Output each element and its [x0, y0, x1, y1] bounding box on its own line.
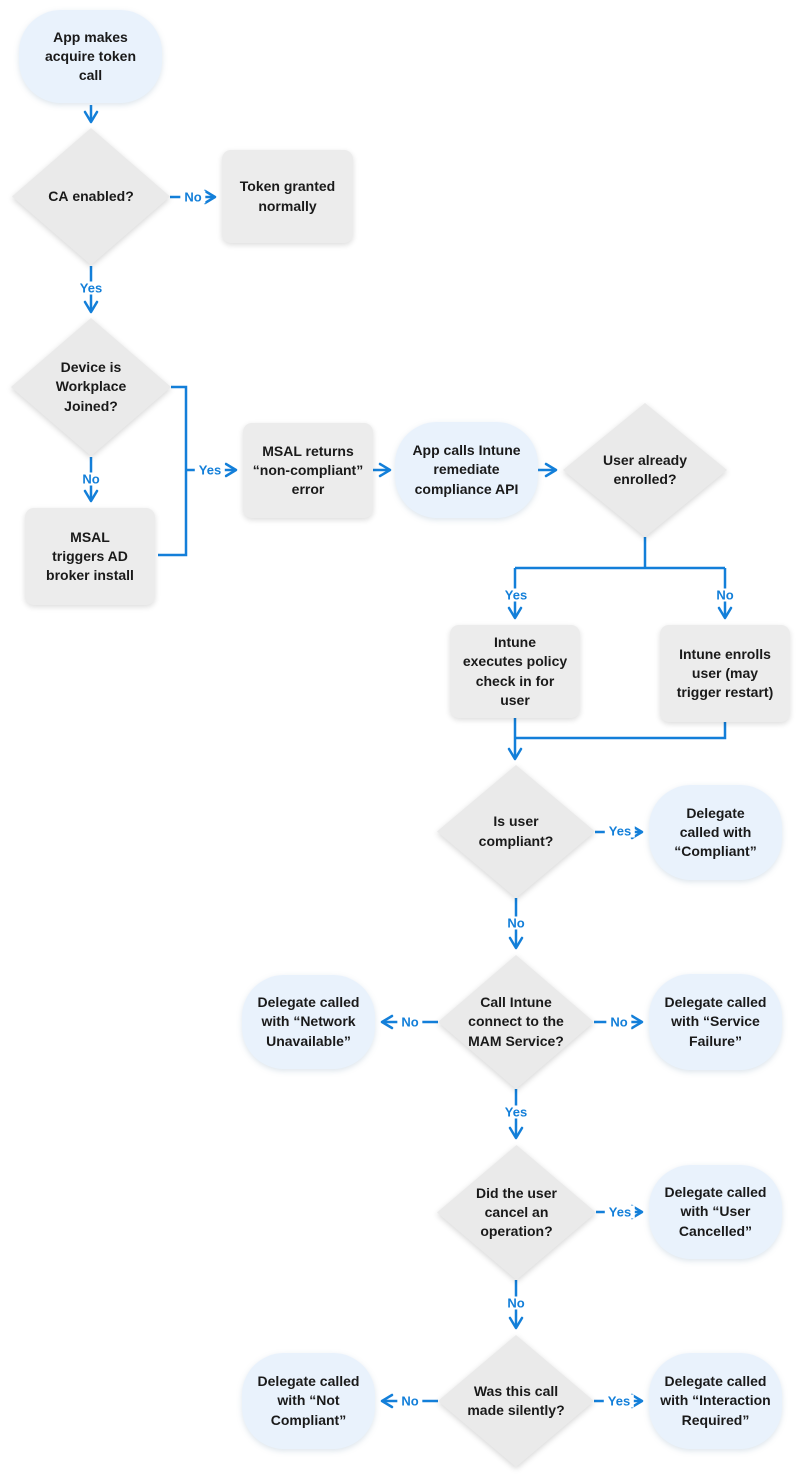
node-broker-install: MSAL triggers AD broker install [25, 508, 155, 605]
node-delegate-compliant: Delegate called with “Compliant” [649, 785, 782, 880]
node-start: App makes acquire token call [19, 10, 162, 103]
edge-label-silent-yes: Yes [603, 1394, 635, 1408]
edge-label-workplace-yes: Yes [194, 463, 226, 477]
node-policy-checkin: Intune executes policy check in for user [450, 625, 580, 718]
node-delegate-user-cancelled-label: Delegate called with “User Cancelled” [664, 1184, 767, 1239]
node-delegate-service-failure-label: Delegate called with “Service Failure” [664, 994, 767, 1049]
node-remediate-api-label: App calls Intune remediate compliance AP… [412, 442, 521, 497]
node-mam-connect: Call Intune connect to the MAM Service? [438, 955, 594, 1089]
edge-label-cancel-yes: Yes [604, 1205, 636, 1219]
node-delegate-compliant-label: Delegate called with “Compliant” [674, 804, 757, 860]
node-delegate-not-compliant-label: Delegate called with “Not Compliant” [257, 1373, 360, 1428]
node-start-label: App makes acquire token call [44, 28, 137, 84]
edge-label-ca-yes: Yes [75, 281, 107, 295]
node-delegate-interaction-required-label: Delegate called with “Interaction Requir… [660, 1373, 771, 1428]
node-already-enrolled: User already enrolled? [563, 403, 727, 537]
node-user-cancel-label: Did the user cancel an operation? [476, 1184, 557, 1240]
node-made-silently: Was this call made silently? [438, 1335, 594, 1467]
node-token-granted-label: Token granted normally [239, 178, 336, 214]
node-policy-checkin-label: Intune executes policy check in for user [462, 634, 568, 708]
node-is-compliant-label: Is user compliant? [478, 813, 554, 849]
node-delegate-network-unavailable: Delegate called with “Network Unavailabl… [242, 975, 375, 1069]
node-msal-error: MSAL returns “non-compliant” error [243, 423, 373, 518]
node-msal-error-label: MSAL returns “non-compliant” error [252, 442, 364, 498]
node-workplace-joined-label: Device is Workplace Joined? [55, 359, 127, 414]
node-ca-enabled: CA enabled? [12, 128, 170, 265]
node-delegate-network-unavailable-label: Delegate called with “Network Unavailabl… [257, 994, 360, 1049]
edge-label-silent-no: No [397, 1394, 423, 1408]
edge-label-compliant-yes: Yes [604, 824, 636, 838]
edge-enroll-user-merge [516, 722, 727, 740]
node-enroll-user: Intune enrolls user (may trigger restart… [660, 625, 790, 722]
node-made-silently-label: Was this call made silently? [467, 1382, 565, 1418]
node-user-cancel: Did the user cancel an operation? [437, 1145, 596, 1280]
edge-label-mam-yes: Yes [500, 1105, 532, 1119]
node-enroll-user-label: Intune enrolls user (may trigger restart… [676, 645, 774, 701]
edge-label-compliant-no: No [503, 916, 529, 930]
edge-label-mam-no-left: No [397, 1015, 423, 1029]
node-token-granted: Token granted normally [222, 150, 353, 243]
edge-label-ca-no: No [180, 190, 206, 204]
node-remediate-api: App calls Intune remediate compliance AP… [395, 422, 538, 518]
node-workplace-joined: Device is Workplace Joined? [11, 318, 171, 456]
node-is-compliant: Is user compliant? [437, 765, 595, 898]
node-delegate-service-failure: Delegate called with “Service Failure” [649, 974, 782, 1070]
node-delegate-not-compliant: Delegate called with “Not Compliant” [242, 1353, 375, 1449]
node-ca-enabled-label: CA enabled? [48, 187, 134, 204]
node-already-enrolled-label: User already enrolled? [602, 451, 688, 487]
edge-label-cancel-no: No [503, 1296, 529, 1310]
edge-label-workplace-no: No [78, 472, 104, 486]
edge-label-enrolled-no: No [712, 588, 738, 602]
node-mam-connect-label: Call Intune connect to the MAM Service? [468, 994, 564, 1049]
node-delegate-user-cancelled: Delegate called with “User Cancelled” [649, 1165, 782, 1259]
node-broker-install-label: MSAL triggers AD broker install [46, 528, 134, 584]
edge-label-mam-no-right: No [606, 1015, 632, 1029]
node-delegate-interaction-required: Delegate called with “Interaction Requir… [649, 1353, 782, 1449]
edge-label-enrolled-yes: Yes [500, 588, 532, 602]
